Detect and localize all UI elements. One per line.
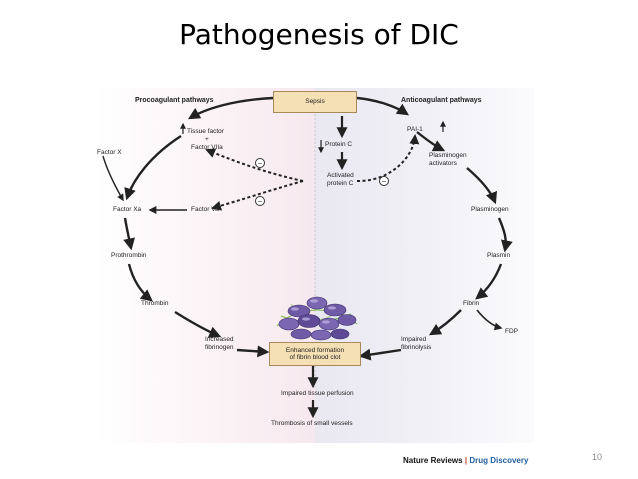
- procoagulant-background: [95, 88, 315, 443]
- sepsis-label: Sepsis: [305, 98, 325, 106]
- arrow-fibrin-to-impaired-fibrinolysis: [428, 309, 462, 336]
- factor-viia-label: Factor VIIa: [191, 144, 223, 151]
- credit-journal: Nature Reviews: [403, 456, 463, 465]
- pai1-label: PAI-1: [407, 126, 423, 133]
- arrow-activators-to-plasminogen: [466, 167, 498, 205]
- protein-c-label: Protein C: [325, 141, 353, 148]
- arrow-factor-xa-to-prothrombin: [123, 217, 136, 251]
- inhibit-symbol-pai1: −: [379, 176, 389, 186]
- procoagulant-header: Procoagulant pathways: [135, 97, 214, 104]
- anticoagulant-background: [315, 88, 535, 443]
- fibrinogen-label: fibrinogen: [205, 344, 234, 351]
- increased-label: Increased: [205, 336, 234, 343]
- pathway-arrows: [102, 96, 513, 419]
- factor-x-label: Factor X: [97, 149, 122, 156]
- activators-label: activators: [429, 160, 457, 167]
- arrow-sepsis-to-tissue-factor: [187, 96, 274, 120]
- prothrombin-label: Prothrombin: [111, 252, 147, 259]
- fibrinolysis-label: fibrinolysis: [401, 344, 432, 351]
- arrow-sepsis-to-pai1: [356, 96, 409, 116]
- arrow-fibrin-to-fdp: [476, 309, 503, 331]
- tissue-factor-label: Tissue factor: [187, 128, 224, 135]
- anticoagulant-header: Anticoagulant pathways: [401, 97, 482, 104]
- plasmin-label: Plasmin: [487, 252, 511, 259]
- page-number: 10: [592, 452, 603, 462]
- fdp-label: FDP: [505, 328, 518, 335]
- arrow-factor-x-to-factor-xa: [102, 155, 124, 202]
- thrombosis-label: Thrombosis of small vessels: [271, 420, 353, 427]
- plus-label: +: [205, 136, 209, 143]
- activated-protein-c-label: protein C: [327, 180, 354, 187]
- arrow-plasmin-to-fibrin: [475, 263, 503, 300]
- arrow-fibrinogen-to-clot: [236, 345, 270, 358]
- credit-separator: |: [464, 456, 468, 465]
- clot-label-line1: Enhanced formation: [285, 346, 345, 354]
- slide-title: Pathogenesis of DIC: [179, 18, 459, 51]
- arrow-thrombin-to-fibrinogen: [174, 310, 222, 338]
- fibrin-clot-box: Enhanced formation of fibrin blood clot: [269, 342, 361, 366]
- inhibit-arrow-factor-va: [211, 180, 304, 211]
- inhibit-symbol-va: −: [255, 196, 265, 206]
- clot-label-line2: of fibrin blood clot: [289, 354, 341, 361]
- arrow-pai1-to-activators: [416, 131, 446, 152]
- impaired-label: Impaired: [401, 336, 427, 343]
- inhibit-arrow-pai1: [356, 134, 420, 183]
- arrow-tissue-factor-to-factor-xa: [124, 134, 182, 201]
- arrow-plasminogen-to-plasmin: [497, 217, 513, 253]
- plasminogen-activators-label: Plasminogen: [429, 152, 467, 159]
- arrow-prothrombin-to-thrombin: [127, 263, 153, 302]
- figure-credit: Nature Reviews | Drug Discovery: [403, 456, 528, 465]
- blood-clot-illustration: [276, 296, 358, 341]
- dic-diagram: Procoagulant pathways Anticoagulant path…: [95, 88, 535, 443]
- inhibit-symbol-viia: −: [255, 158, 265, 168]
- sepsis-box: Sepsis: [273, 91, 357, 113]
- factor-va-label: Factor Va: [191, 206, 219, 213]
- credit-section: Drug Discovery: [469, 456, 529, 465]
- thrombin-label: Thrombin: [141, 300, 169, 307]
- inhibit-arrow-factor-viia: [205, 148, 304, 182]
- activated-label: Activated: [327, 172, 354, 179]
- factor-xa-label: Factor Xa: [113, 206, 142, 213]
- fibrin-label: Fibrin: [463, 300, 480, 307]
- arrow-impaired-fibrinolysis-to-clot: [358, 348, 402, 361]
- plasminogen-label: Plasminogen: [471, 206, 509, 213]
- impaired-perfusion-label: Impaired tissue perfusion: [281, 390, 354, 397]
